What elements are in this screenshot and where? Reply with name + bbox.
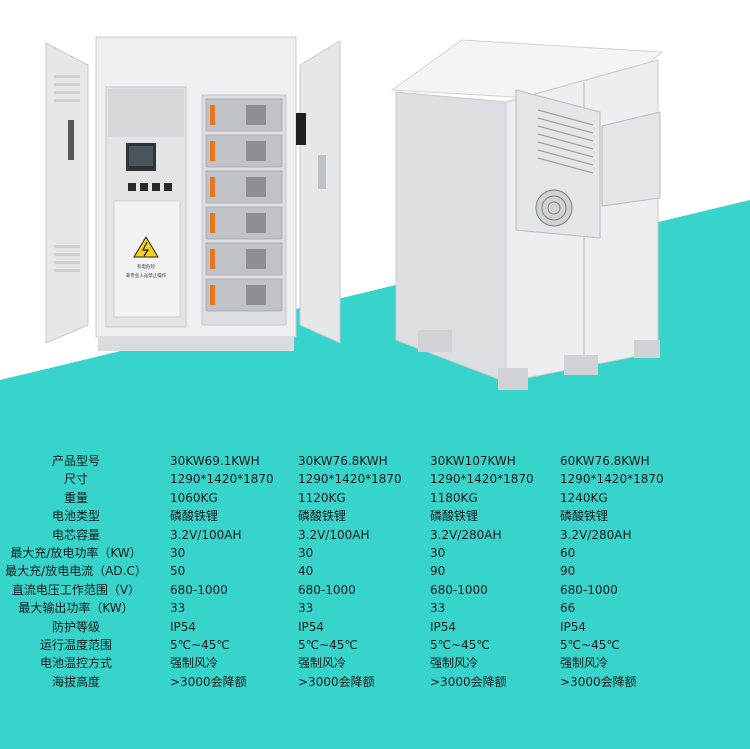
spec-value: 5℃~45℃ — [560, 637, 620, 652]
spec-value: 5℃~45℃ — [430, 637, 490, 652]
spec-label: 运行温度范围 — [39, 637, 112, 652]
spec-row: 最大充/放电功率（KW） 30 30 30 60 — [0, 544, 750, 562]
spec-value: 1180KG — [430, 490, 478, 505]
spec-value: IP54 — [298, 619, 325, 634]
spec-value: 30KW76.8KWH — [298, 454, 388, 468]
spec-label: 最大充/放电电流（AD.C） — [5, 564, 147, 579]
spec-value: >3000会降额 — [430, 674, 507, 689]
spec-row: 电池温控方式 强制风冷 强制风冷 强制风冷 强制风冷 — [0, 654, 750, 672]
spec-label: 产品型号 — [51, 454, 100, 468]
spec-value: 66 — [560, 601, 576, 616]
spec-value: 1120KG — [298, 490, 346, 505]
open-cabinet-image: 有电危险 非专业人员禁止操作 — [45, 36, 341, 351]
spec-value: 5℃~45℃ — [298, 637, 358, 652]
spec-value: 60 — [560, 545, 576, 560]
spec-value: 33 — [298, 601, 314, 616]
spec-value: 30KW69.1KWH — [170, 454, 260, 468]
spec-value: IP54 — [560, 619, 587, 634]
spec-value: 30KW107KWH — [430, 454, 516, 468]
spec-value: 强制风冷 — [560, 656, 609, 671]
spec-value: 680-1000 — [298, 582, 356, 597]
spec-value: 磷酸铁锂 — [170, 509, 219, 524]
spec-value: 50 — [170, 564, 186, 579]
closed-cabinet-image — [390, 39, 664, 390]
spec-value: 33 — [430, 601, 446, 616]
spec-value: 强制风冷 — [170, 656, 219, 671]
spec-label: 直流电压工作范围（V） — [11, 582, 141, 597]
spec-value: 强制风冷 — [430, 656, 479, 671]
spec-value: 33 — [170, 601, 186, 616]
spec-value: 680-1000 — [560, 582, 618, 597]
spec-row: 尺寸 1290*1420*1870 1290*1420*1870 1290*1420*… — [0, 470, 750, 488]
spec-label: 海拔高度 — [51, 674, 100, 689]
spec-row: 最大输出功率（KW） 33 33 33 66 — [0, 599, 750, 617]
spec-row: 电池类型 磷酸铁锂 磷酸铁锂 磷酸铁锂 磷酸铁锂 — [0, 507, 750, 525]
spec-value: 磷酸铁锂 — [430, 509, 479, 524]
spec-value: 磷酸铁锂 — [298, 509, 347, 524]
spec-value: >3000会降额 — [170, 674, 247, 689]
spec-value: 60KW76.8KWH — [560, 454, 650, 468]
spec-label: 尺寸 — [63, 472, 88, 487]
spec-value: 1290*1420*1870 — [298, 472, 402, 487]
spec-value: 30 — [430, 545, 446, 560]
spec-value: 强制风冷 — [298, 656, 347, 671]
spec-value: 1060KG — [170, 490, 218, 505]
spec-label: 防护等级 — [51, 619, 100, 634]
spec-value: 90 — [430, 564, 446, 579]
spec-label: 电芯容量 — [51, 527, 100, 542]
spec-value: 3.2V/280AH — [560, 527, 632, 542]
spec-label: 电池类型 — [51, 509, 100, 524]
spec-value: 680-1000 — [430, 582, 488, 597]
warning-text-1: 有电危险 — [137, 263, 155, 270]
warning-text-2: 非专业人员禁止操作 — [126, 272, 167, 279]
spec-value: 1290*1420*1870 — [170, 472, 274, 487]
spec-value: 30 — [170, 545, 186, 560]
spec-value: 30 — [298, 545, 314, 560]
spec-row: 运行温度范围 5℃~45℃ 5℃~45℃ 5℃~45℃ 5℃~45℃ — [0, 636, 750, 654]
spec-row: 重量 1060KG 1120KG 1180KG 1240KG — [0, 489, 750, 507]
spec-value: 40 — [298, 564, 314, 579]
spec-row: 产品型号 30KW69.1KWH 30KW76.8KWH 30KW107KWH 60KW… — [0, 452, 750, 470]
spec-value: 3.2V/100AH — [170, 527, 242, 542]
spec-value: 1290*1420*1870 — [560, 472, 664, 487]
spec-value: >3000会降额 — [298, 674, 375, 689]
spec-label: 最大充/放电功率（KW） — [10, 545, 142, 560]
spec-label: 电池温控方式 — [39, 656, 112, 671]
spec-value: 90 — [560, 564, 576, 579]
spec-value: IP54 — [170, 619, 197, 634]
spec-row: 防护等级 IP54 IP54 IP54 IP54 — [0, 618, 750, 636]
spec-value: 1240KG — [560, 490, 608, 505]
spec-value: 磷酸铁锂 — [560, 509, 609, 524]
spec-value: 5℃~45℃ — [170, 637, 230, 652]
spec-value: >3000会降额 — [560, 674, 637, 689]
spec-row: 最大充/放电电流（AD.C） 50 40 90 90 — [0, 562, 750, 580]
spec-row: 海拔高度 >3000会降额 >3000会降额 >3000会降额 >3000会降额 — [0, 673, 750, 691]
spec-value: 680-1000 — [170, 582, 228, 597]
spec-value: 1290*1420*1870 — [430, 472, 534, 487]
lightning-warning-icon — [133, 236, 159, 258]
spec-table: 产品型号 30KW69.1KWH 30KW76.8KWH 30KW107KWH 60KW… — [0, 452, 750, 691]
spec-label: 重量 — [63, 490, 88, 505]
spec-row: 电芯容量 3.2V/100AH 3.2V/100AH 3.2V/280AH 3.2V/2… — [0, 526, 750, 544]
spec-row: 直流电压工作范围（V） 680-1000 680-1000 680-1000 680-1… — [0, 581, 750, 599]
fan-grille-icon — [535, 189, 573, 227]
spec-value: IP54 — [430, 619, 457, 634]
spec-label: 最大输出功率（KW） — [18, 601, 134, 616]
spec-value: 3.2V/280AH — [430, 527, 502, 542]
spec-value: 3.2V/100AH — [298, 527, 370, 542]
